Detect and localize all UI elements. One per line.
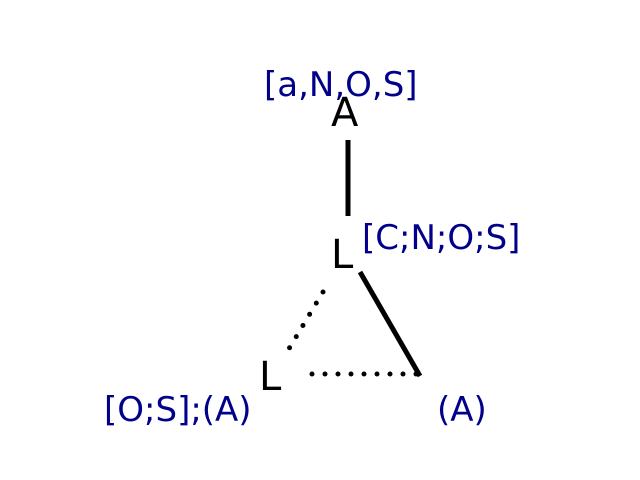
atom-symbol-n1: A bbox=[331, 90, 359, 136]
node-tag-n3: [O;S];(A) bbox=[104, 390, 252, 430]
atom-symbol-n2: L bbox=[331, 232, 354, 278]
node-tag-n4: (A) bbox=[437, 390, 487, 430]
bond-n2-n4 bbox=[357, 270, 423, 378]
node-tag-n1: [a,N,O,S] bbox=[264, 65, 418, 105]
node-tag-n2: [C;N;O;S] bbox=[362, 218, 520, 258]
bond-n2-n3 bbox=[284, 289, 326, 355]
atom-symbol-n3: L bbox=[259, 354, 282, 400]
